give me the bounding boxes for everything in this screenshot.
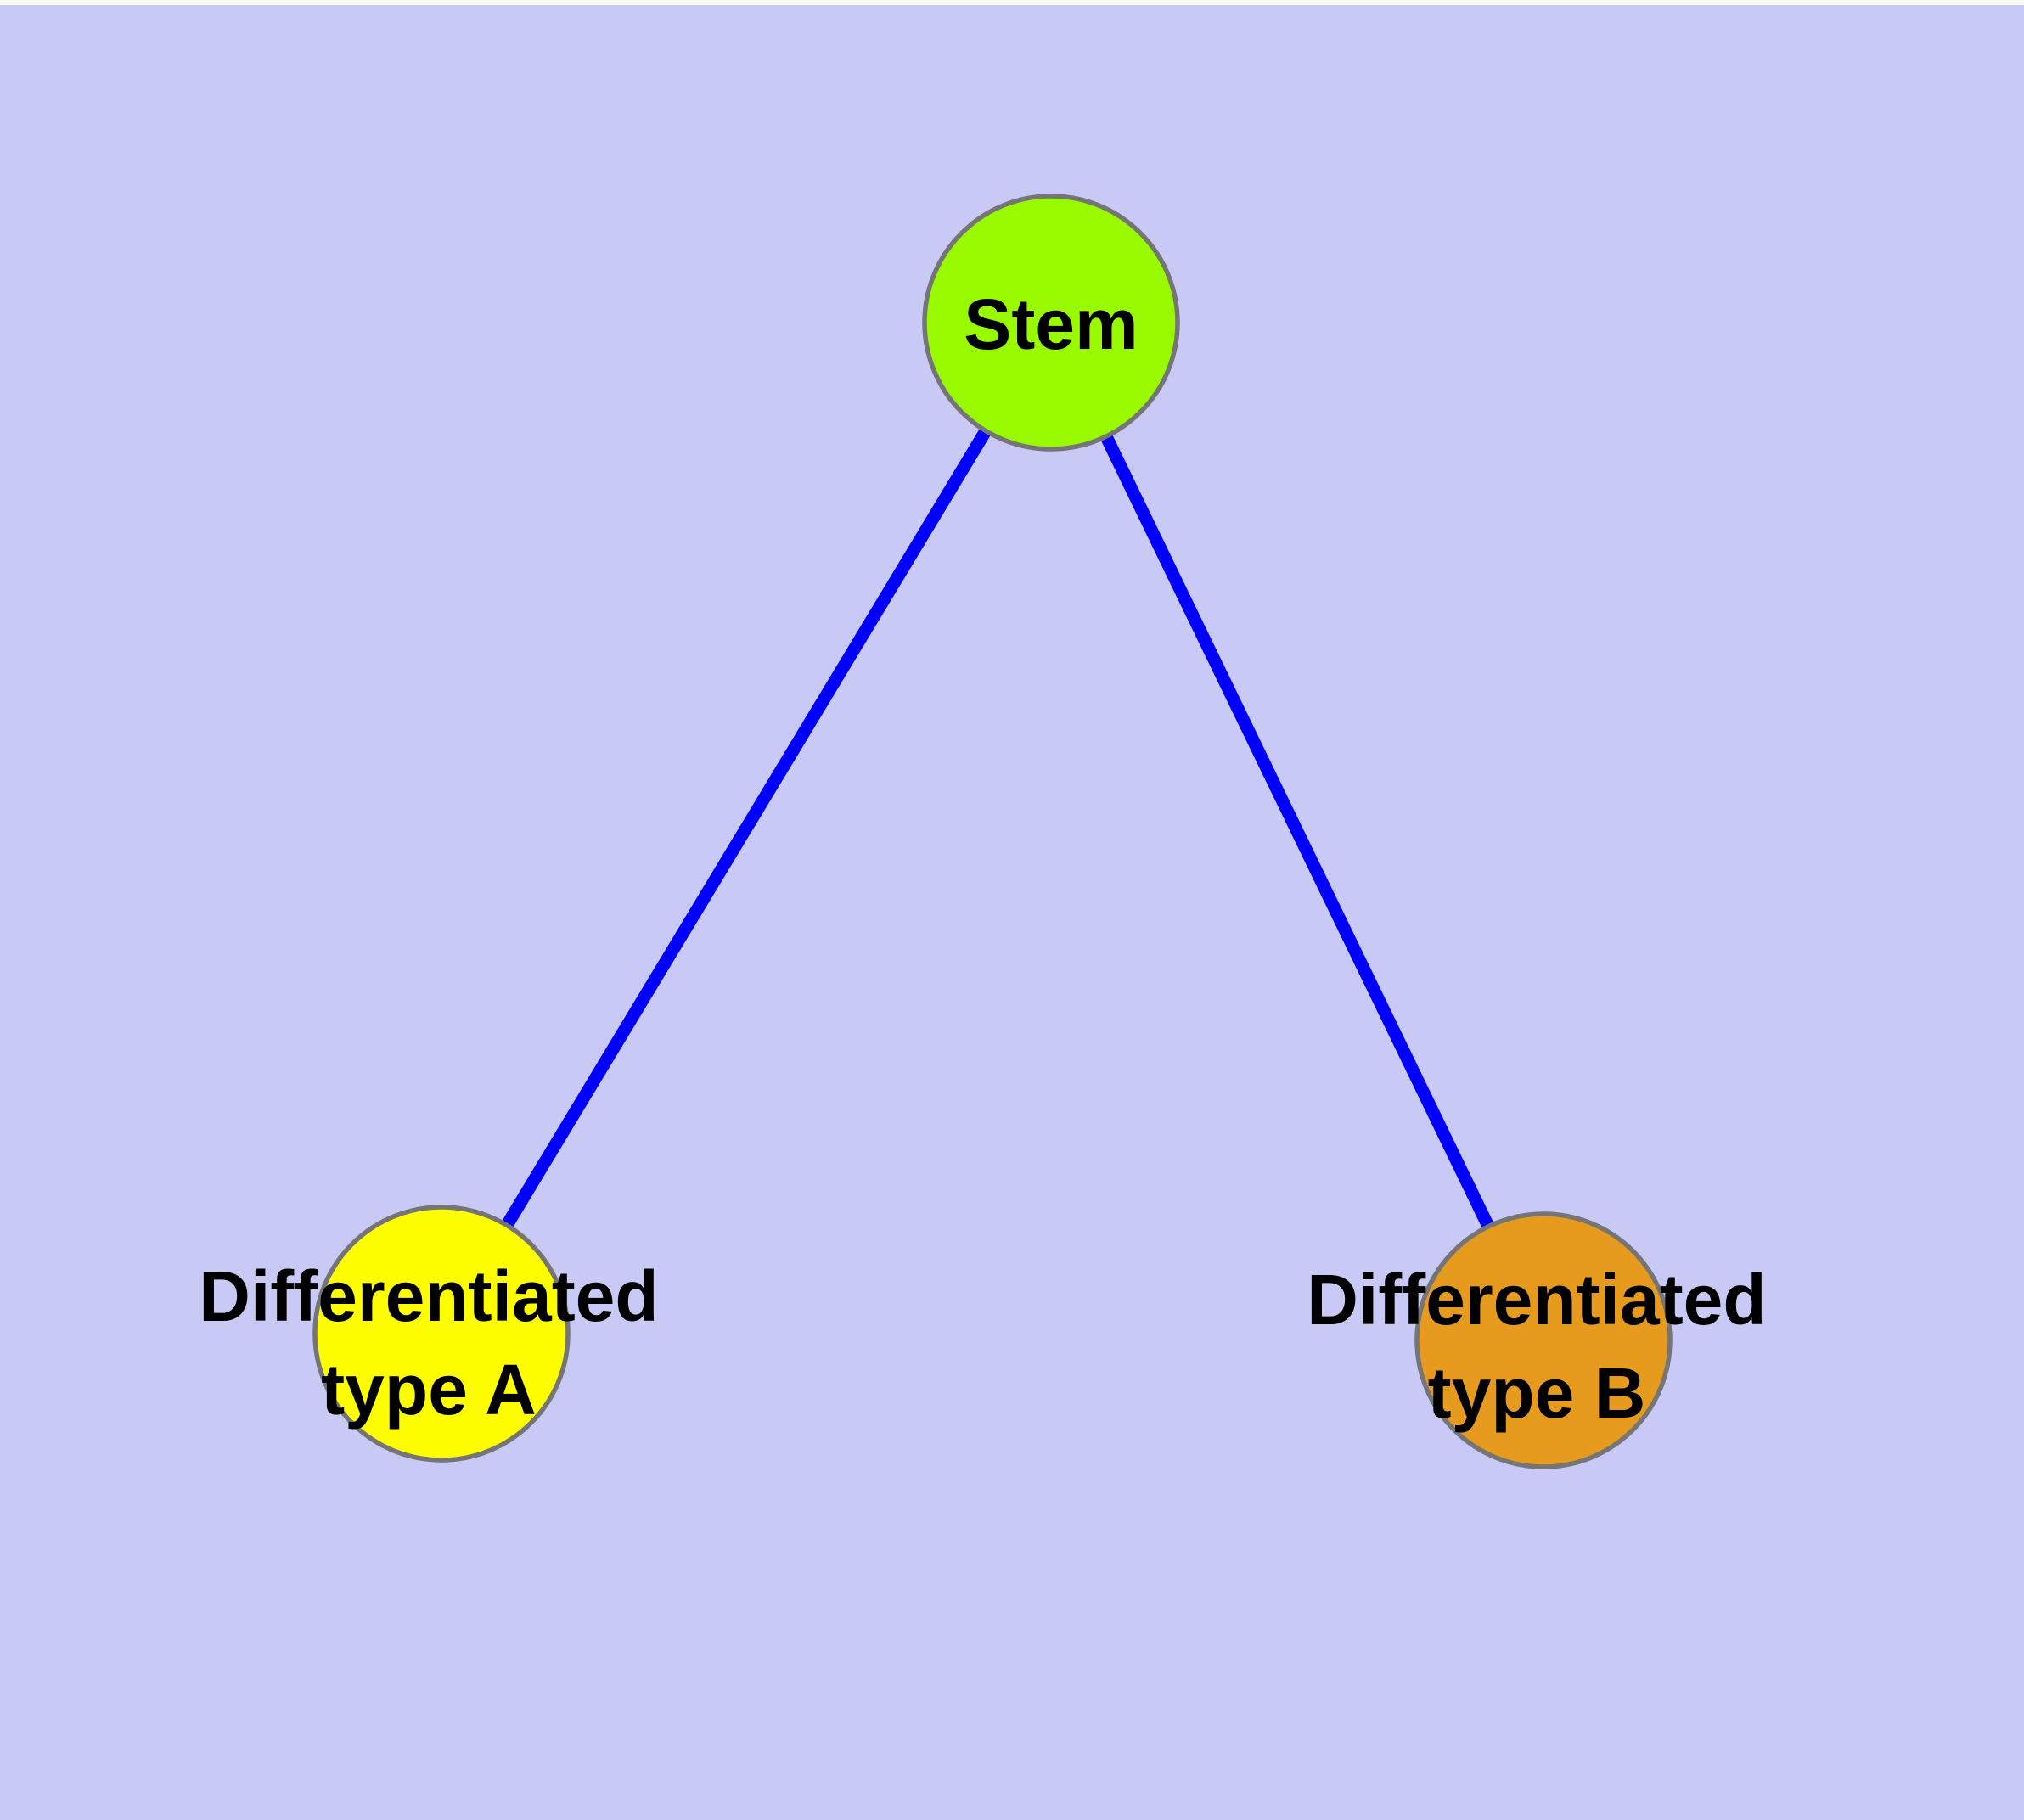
edge-stem-to-type-b <box>1045 319 1549 1344</box>
node-differentiated-type-a-label: Differentiated type A <box>199 1250 658 1436</box>
node-differentiated-type-b-circle <box>1414 1211 1673 1469</box>
diagram-canvas: Stem Differentiated type A Differentiate… <box>0 5 2024 1820</box>
node-label-line: Differentiated <box>1307 1260 1767 1340</box>
node-label-line: type B <box>1427 1353 1646 1433</box>
node-differentiated-type-a-circle <box>312 1205 571 1463</box>
cell-differentiation-graph <box>0 5 2024 1820</box>
window-edge-strip <box>0 0 2024 5</box>
node-stem-label: Stem <box>964 278 1138 371</box>
node-label-line: type A <box>321 1350 537 1430</box>
node-label-line: Differentiated <box>199 1256 659 1336</box>
node-stem-circle <box>922 194 1180 452</box>
node-differentiated-type-b-label: Differentiated type B <box>1307 1253 1766 1440</box>
edge-stem-to-type-a <box>436 319 1057 1337</box>
node-label-line: Stem <box>964 284 1138 364</box>
